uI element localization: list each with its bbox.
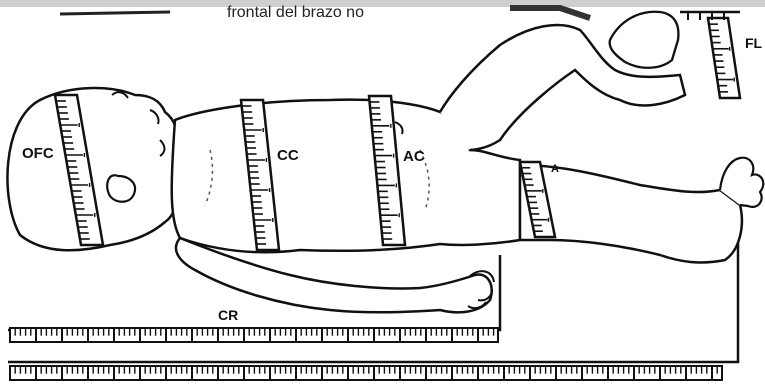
cr-ruler: [10, 328, 498, 342]
top-crop-strip: [0, 0, 765, 7]
fl-tape: [708, 18, 740, 98]
ac-label: AC: [403, 149, 425, 164]
fl-label: FL: [745, 36, 762, 50]
ear: [107, 175, 135, 201]
upper-foot: [610, 12, 679, 68]
lower-leg: [520, 165, 742, 262]
cr-label: CR: [218, 308, 238, 322]
top-crop-stroke: [60, 12, 170, 14]
ofc-label: OFC: [22, 146, 54, 161]
cc-label: CC: [277, 148, 299, 163]
caption-text: frontal del brazo no: [227, 4, 364, 22]
a-label: A: [551, 164, 559, 175]
top-crop-shape: [510, 8, 590, 18]
length-ruler: [10, 366, 722, 380]
